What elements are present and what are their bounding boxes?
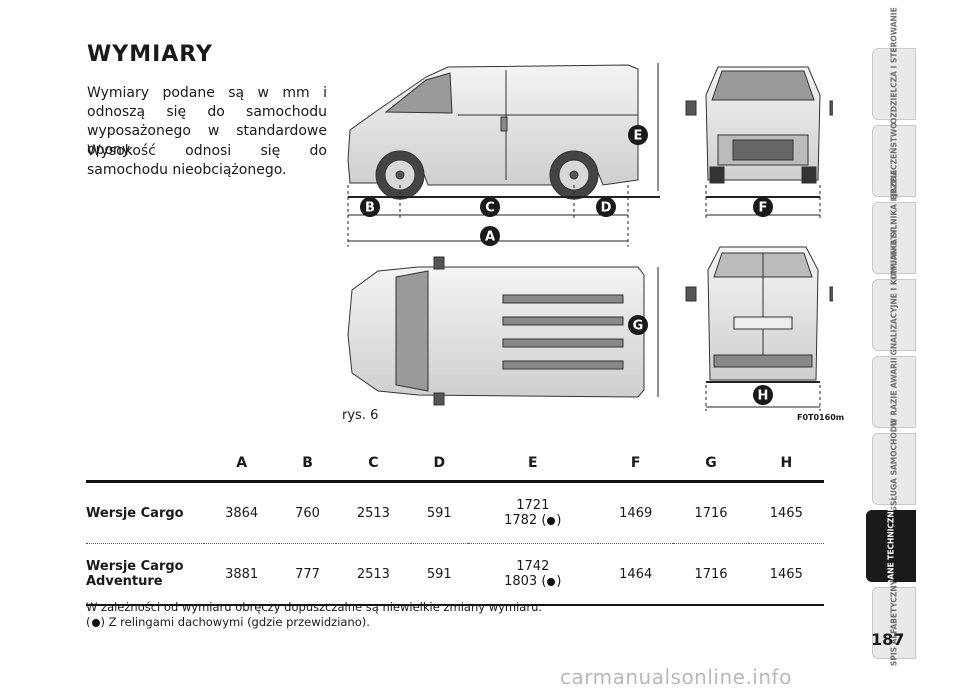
- svg-text:G: G: [633, 319, 644, 334]
- roof-rails-dot-icon: [91, 618, 100, 627]
- intro-paragraph-2: Wysokość odnosi się do samochodu nieobci…: [87, 143, 327, 178]
- front-view: [685, 66, 833, 184]
- svg-text:H: H: [758, 389, 769, 404]
- figure-label: rys. 6: [342, 408, 379, 423]
- cell-e-paren: ): [556, 513, 562, 528]
- intro-paragraph-1: Wymiary podane są w mm i odnoszą się do …: [87, 85, 327, 158]
- table-row: Wersje Cargo Adventure 3881 777 2513 591…: [86, 543, 824, 606]
- table-header-e: E: [467, 449, 599, 483]
- dimensions-table: A B C D E F G H Wersje Cargo 3864 760 25…: [86, 449, 824, 606]
- cell-c: 2513: [335, 543, 412, 606]
- cell-e-value: 1721: [516, 498, 550, 513]
- tab-deska-rozdzielcza[interactable]: DESKA ROZDZIELCZA I STEROWANIE: [872, 7, 916, 161]
- cell-f: 1469: [598, 481, 674, 544]
- cell-f: 1464: [598, 543, 674, 606]
- page-number: 187: [871, 630, 905, 649]
- tab-label: OBSŁUGA SAMOCHODU: [889, 419, 899, 519]
- tab-label: SPIS ALFABETYCZNY: [889, 579, 899, 667]
- cell-e-roof-value: 1803 (: [504, 574, 547, 589]
- dimension-marker-a: A: [480, 226, 500, 246]
- table-header-row: A B C D E F G H: [86, 449, 824, 483]
- dimension-marker-f: F: [753, 197, 773, 217]
- tab-w-razie-awarii[interactable]: W RAZIE AWARII: [872, 356, 916, 428]
- cell-b: 777: [279, 543, 336, 606]
- svg-text:C: C: [485, 201, 495, 216]
- cell-e-roof-value: 1782 (: [504, 513, 547, 528]
- cell-g: 1716: [673, 543, 749, 606]
- footnote-line-1: W zależności od wymiaru obręczy dopuszcz…: [86, 600, 543, 614]
- page-title: WYMIARY: [87, 42, 213, 67]
- cell-b: 760: [279, 481, 336, 544]
- cell-a: 3881: [204, 543, 280, 606]
- table-header-empty: [86, 449, 204, 483]
- cell-e-value: 1742: [516, 559, 550, 574]
- footnote-text: ) Z relingami dachowymi (gdzie przewidzi…: [100, 615, 370, 629]
- svg-text:B: B: [365, 201, 375, 216]
- table-header-g: G: [673, 449, 749, 483]
- figure-code: F0T0160m: [797, 413, 845, 422]
- cell-e: 1742 1803 (): [467, 543, 599, 606]
- top-view: [347, 256, 645, 406]
- tab-label: DANE TECHNICZNE: [886, 506, 896, 586]
- cell-c: 2513: [335, 481, 412, 544]
- vehicle-dimensions-figure: A B C D E F G H: [347, 63, 833, 411]
- table-header-a: A: [204, 449, 280, 483]
- tab-uruchamianie[interactable]: URUCHAMIANIE SILNIKA I JAZDA: [872, 170, 916, 306]
- side-view: [347, 64, 639, 200]
- svg-text:E: E: [634, 129, 643, 144]
- watermark: carmanualsonline.info: [560, 665, 792, 689]
- table-header-b: B: [279, 449, 336, 483]
- rear-view: [685, 246, 833, 381]
- cell-e: 1721 1782 (): [467, 481, 599, 544]
- svg-text:D: D: [601, 201, 612, 216]
- cell-e-paren: ): [556, 574, 562, 589]
- table-header-h: H: [748, 449, 824, 483]
- cell-h: 1465: [748, 543, 824, 606]
- table-row: Wersje Cargo 3864 760 2513 591 1721 1782…: [86, 481, 824, 544]
- roof-rails-dot-icon: [547, 516, 556, 525]
- tab-spis-alfabetyczny[interactable]: SPIS ALFABETYCZNY: [872, 580, 916, 666]
- dimension-lines: [347, 63, 821, 411]
- dimension-marker-g: G: [628, 315, 648, 335]
- tab-dane-techniczne[interactable]: DANE TECHNICZNE: [866, 506, 916, 586]
- tab-obsluga[interactable]: OBSŁUGA SAMOCHODU: [872, 420, 916, 518]
- dimension-marker-h: H: [753, 385, 773, 405]
- table-header-d: D: [411, 449, 468, 483]
- tab-label: W RAZIE AWARII: [889, 357, 899, 427]
- svg-text:F: F: [759, 201, 768, 216]
- cell-d: 591: [411, 481, 468, 544]
- roof-rails-dot-icon: [547, 577, 556, 586]
- dimension-markers: A B C D E F G H: [360, 125, 773, 405]
- cell-a: 3864: [204, 481, 280, 544]
- table-header-c: C: [335, 449, 412, 483]
- table-header-f: F: [598, 449, 674, 483]
- row-label: Wersje Cargo Adventure: [86, 543, 204, 606]
- cell-d: 591: [411, 543, 468, 606]
- svg-text:A: A: [485, 230, 495, 245]
- dimension-marker-c: C: [480, 197, 500, 217]
- dimension-marker-d: D: [596, 197, 616, 217]
- cell-g: 1716: [673, 481, 749, 544]
- dimension-marker-e: E: [628, 125, 648, 145]
- footnote: W zależności od wymiaru obręczy dopuszcz…: [86, 600, 542, 630]
- tab-bezpieczenstwo[interactable]: BEZPIECZEŃSTWO: [872, 122, 916, 200]
- footnote-paren: (: [86, 615, 91, 629]
- row-label: Wersje Cargo: [86, 481, 204, 544]
- tab-lampki[interactable]: LAMPKI SYGNALIZACYJNE I KOMUNIKATY: [872, 229, 916, 401]
- dimension-marker-b: B: [360, 197, 380, 217]
- cell-h: 1465: [748, 481, 824, 544]
- footnote-line-2: ( ) Z relingami dachowymi (gdzie przewidz…: [86, 615, 542, 630]
